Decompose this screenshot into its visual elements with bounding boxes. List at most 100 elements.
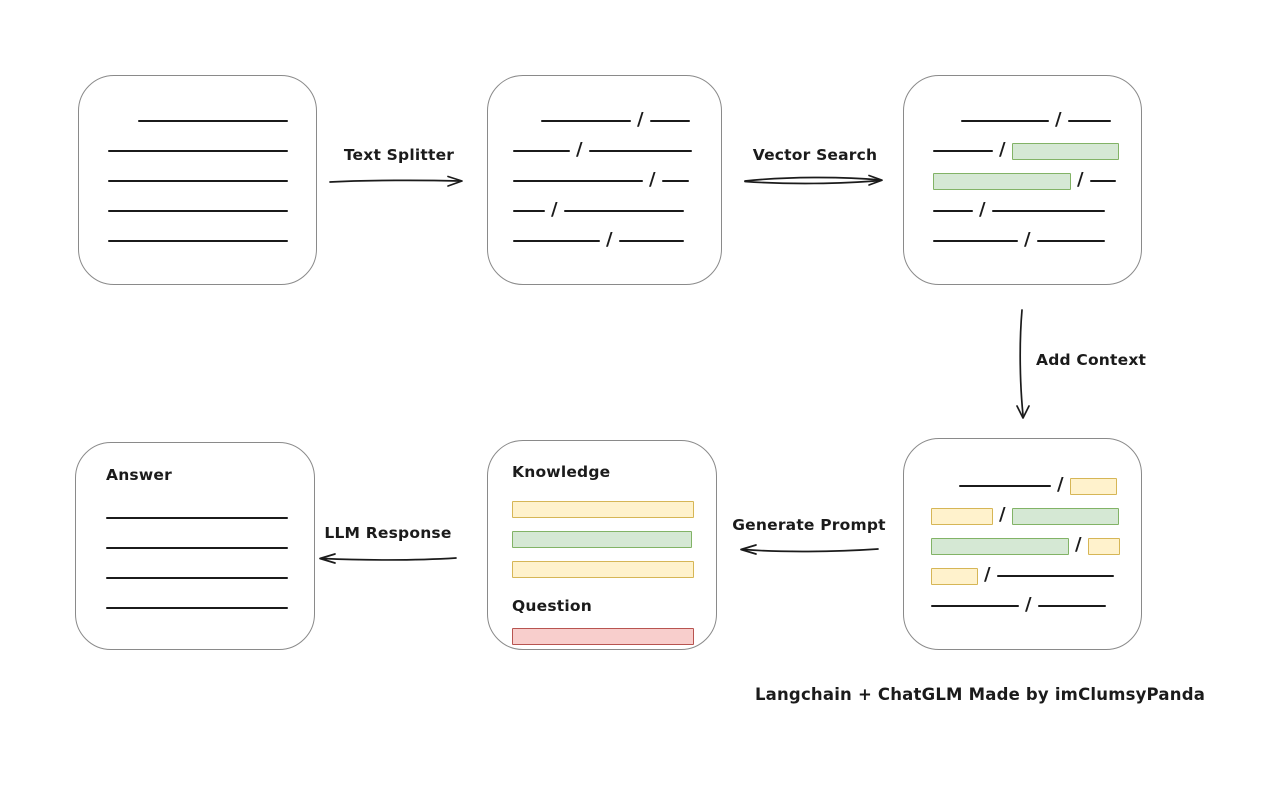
slash-separator: / xyxy=(1077,169,1084,190)
chunk-row: / xyxy=(931,531,1141,561)
chunk-row: / xyxy=(931,501,1141,531)
chunk-row: / xyxy=(931,471,1141,501)
chunk-row: / xyxy=(513,226,721,256)
chunk-row xyxy=(108,226,316,256)
red-question-bar xyxy=(512,627,694,645)
text-line xyxy=(933,240,1018,242)
prompt-box: Knowledge Question xyxy=(487,440,717,650)
text-splitter-arrow-group: Text Splitter xyxy=(328,142,470,202)
text-line xyxy=(991,210,1105,212)
text-line xyxy=(588,150,692,152)
text-line xyxy=(513,150,570,152)
text-line xyxy=(108,180,288,182)
slash-separator: / xyxy=(999,504,1006,525)
green-highlight-chunk xyxy=(1011,507,1119,525)
text-line xyxy=(108,210,288,212)
text-line xyxy=(513,180,643,182)
answer-label: Answer xyxy=(106,466,172,484)
split-chunks-box: / / / / / xyxy=(487,75,722,285)
text-line xyxy=(106,547,288,549)
text-line xyxy=(961,120,1049,122)
text-line xyxy=(108,150,288,152)
slash-separator: / xyxy=(576,139,583,160)
chunk-row: / xyxy=(933,166,1141,196)
text-line xyxy=(108,240,288,242)
text-line xyxy=(996,575,1114,577)
generate-prompt-arrow-group: Generate Prompt xyxy=(730,512,888,572)
slash-separator: / xyxy=(1075,534,1082,555)
slash-separator: / xyxy=(637,109,644,130)
text-line xyxy=(541,120,631,122)
text-line xyxy=(649,120,690,122)
chunk-lines: / / / / / xyxy=(513,106,721,256)
text-line xyxy=(1037,605,1106,607)
answer-box: Answer xyxy=(75,442,315,650)
llm-response-arrow-group: LLM Response xyxy=(312,520,464,580)
chunk-row xyxy=(512,494,694,524)
text-line xyxy=(513,210,545,212)
down-arrow-icon xyxy=(1016,309,1030,419)
yellow-highlight-chunk xyxy=(512,560,694,578)
chunk-row: / xyxy=(513,106,721,136)
diagram-caption: Langchain + ChatGLM Made by imClumsyPand… xyxy=(754,685,1206,704)
text-line xyxy=(1067,120,1111,122)
vector-search-label: Vector Search xyxy=(752,146,878,164)
chunk-row xyxy=(108,166,316,196)
slash-separator: / xyxy=(1057,474,1064,495)
text-line xyxy=(933,210,973,212)
chunk-row: / xyxy=(933,106,1141,136)
question-label: Question xyxy=(512,597,592,615)
chunk-row xyxy=(106,533,314,563)
slash-separator: / xyxy=(1024,229,1031,250)
green-highlight-chunk xyxy=(512,530,692,548)
chunk-row: / xyxy=(933,226,1141,256)
add-context-arrow-group: Add Context xyxy=(1003,305,1163,430)
text-line xyxy=(661,180,689,182)
generate-prompt-label: Generate Prompt xyxy=(732,516,886,534)
context-chunks-box: / / / / / xyxy=(903,438,1142,650)
chunk-row xyxy=(512,524,692,554)
slash-separator: / xyxy=(606,229,613,250)
llm-response-label: LLM Response xyxy=(324,524,452,542)
green-highlight-chunk xyxy=(931,537,1069,555)
answer-lines xyxy=(106,503,314,623)
yellow-highlight-chunk xyxy=(1087,537,1120,555)
yellow-highlight-chunk xyxy=(931,567,978,585)
slash-separator: / xyxy=(551,199,558,220)
question-bar xyxy=(512,621,694,651)
text-line xyxy=(1089,180,1116,182)
text-line xyxy=(931,605,1019,607)
right-arrow-icon xyxy=(744,174,883,186)
text-splitter-label: Text Splitter xyxy=(343,146,455,164)
yellow-highlight-chunk xyxy=(931,507,993,525)
source-document-box xyxy=(78,75,317,285)
matched-chunk-lines: / / / / / xyxy=(933,106,1141,256)
slash-separator: / xyxy=(984,564,991,585)
text-line xyxy=(959,485,1051,487)
slash-separator: / xyxy=(1055,109,1062,130)
chunk-row: / xyxy=(513,196,721,226)
yellow-highlight-chunk xyxy=(512,500,694,518)
chunk-row xyxy=(108,136,316,166)
chunk-row xyxy=(106,593,314,623)
left-arrow-icon xyxy=(740,544,879,555)
chunk-row: / xyxy=(931,591,1141,621)
chunk-row xyxy=(108,196,316,226)
text-line xyxy=(106,607,288,609)
chunk-row: / xyxy=(931,561,1141,591)
vector-search-arrow-group: Vector Search xyxy=(740,142,890,202)
context-chunk-lines: / / / / / xyxy=(931,471,1141,621)
knowledge-label: Knowledge xyxy=(512,463,611,481)
left-arrow-icon xyxy=(319,553,457,564)
chunk-row xyxy=(108,106,316,136)
green-highlight-chunk xyxy=(1011,142,1119,160)
text-line xyxy=(563,210,684,212)
slash-separator: / xyxy=(649,169,656,190)
slash-separator: / xyxy=(979,199,986,220)
chunk-row: / xyxy=(933,136,1141,166)
knowledge-bars xyxy=(512,494,694,584)
chunk-row xyxy=(512,554,694,584)
text-line xyxy=(513,240,600,242)
text-line xyxy=(618,240,684,242)
